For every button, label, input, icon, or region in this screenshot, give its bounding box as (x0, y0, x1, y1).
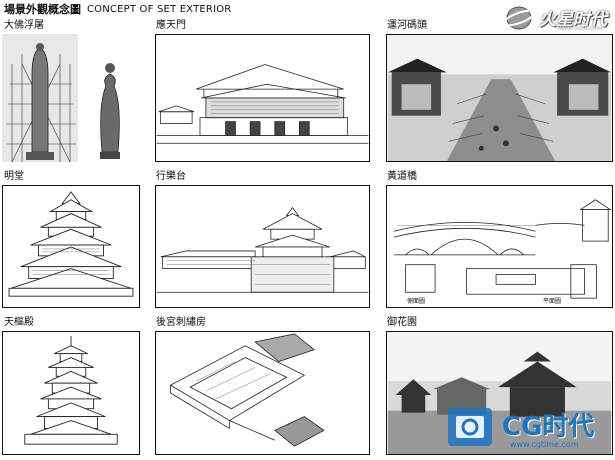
panel-embroidery-house (155, 331, 370, 455)
garden-illustration (387, 332, 612, 454)
watermark-top-url: www.hxsd.com (557, 25, 603, 32)
panel-label-garden: 御花園 (387, 317, 417, 328)
terrace-illustration (156, 206, 369, 293)
panel-label-tianshu: 天樞殿 (4, 317, 34, 328)
watermark-top-text: 火星时代 (539, 10, 607, 30)
panel-label-bridge: 黃道橋 (387, 171, 417, 182)
bridge-plan-caption: 平面圖 (543, 298, 562, 305)
panel-mingtang (2, 185, 140, 308)
watermark-logo-bottom: CG时代 www.cgtime.com (440, 400, 610, 458)
page-title-en: CONCEPT OF SET EXTERIOR (87, 3, 232, 15)
mingtang-pagoda-illustration (8, 191, 134, 297)
watermark-bottom-url: www.cgtime.com (510, 440, 579, 449)
watermark-logo-top: 火星时代 www.hxsd.com (502, 3, 609, 37)
watermark-bottom-text: CG时代 (502, 412, 595, 442)
buddha-statue-illustration (2, 34, 120, 162)
panel-canal-dock (386, 34, 613, 162)
panel-yingtian-gate (155, 34, 370, 162)
panel-label-gate: 應天門 (156, 20, 186, 31)
panel-pleasure-terrace (155, 185, 370, 308)
bridge-illustration (393, 199, 612, 299)
tianshu-pagoda-illustration (24, 335, 118, 445)
panel-label-buddha: 大佛浮屠 (4, 20, 44, 31)
panel-label-pavilion: 行樂台 (156, 171, 186, 182)
palace-courtyard-illustration (169, 333, 325, 447)
panel-label-mingtang: 明堂 (4, 171, 24, 182)
canal-illustration (387, 35, 612, 161)
page-header: 場景外觀概念圖 CONCEPT OF SET EXTERIOR (4, 2, 231, 16)
cg-logo-icon (448, 408, 492, 446)
panel-label-canal: 運河碼頭 (387, 20, 427, 31)
gate-illustration (156, 64, 369, 144)
panel-label-palace: 後宮刺繡房 (156, 317, 206, 328)
panel-imperial-garden (386, 331, 613, 455)
bridge-side-caption: 側面圖 (407, 298, 426, 305)
panel-tianshu-hall (2, 331, 140, 455)
page-title-zh: 場景外觀概念圖 (4, 3, 81, 16)
panel-buddha-stupa (2, 34, 140, 162)
panel-ecliptic-bridge: 側面圖 平面圖 (386, 185, 613, 308)
